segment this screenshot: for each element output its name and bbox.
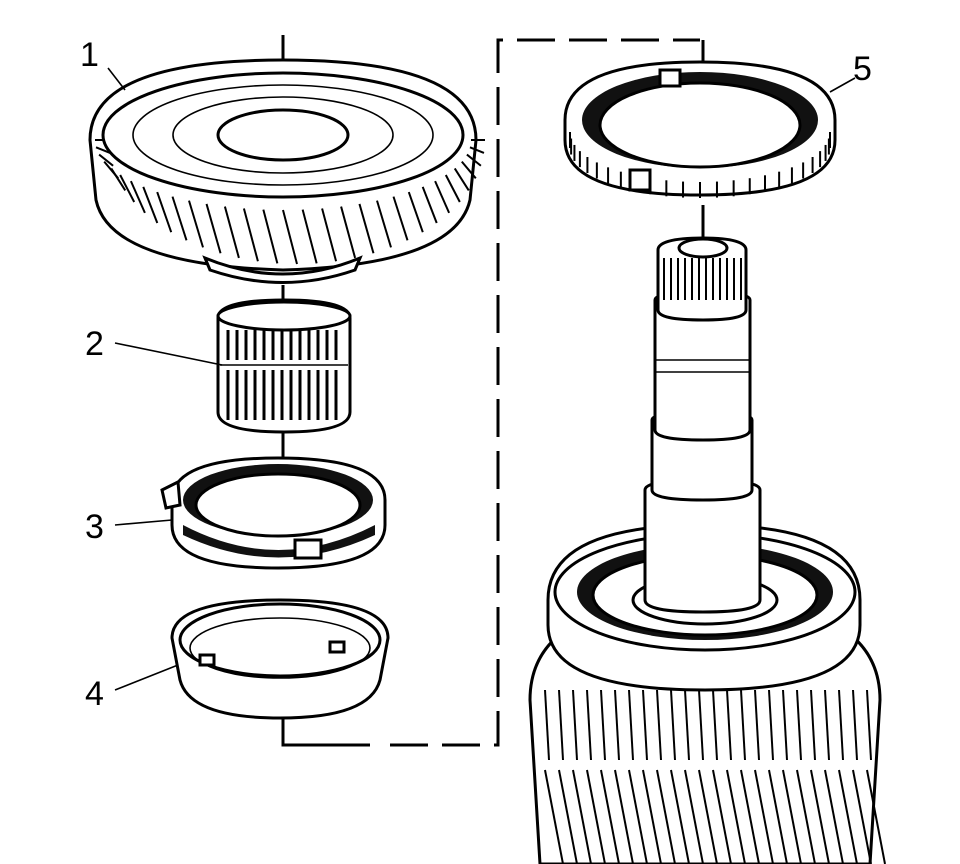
gear-tooth	[242, 208, 259, 262]
gear-tooth	[866, 689, 872, 761]
gear-tooth	[407, 191, 424, 233]
gear-tooth	[469, 146, 485, 154]
gear-tooth	[376, 200, 392, 248]
callout-4: 4	[85, 675, 104, 713]
gear-tooth	[684, 689, 690, 761]
gear-tooth	[421, 186, 438, 224]
gear-tooth	[129, 180, 146, 214]
helical-tooth	[768, 769, 788, 864]
gear-tooth	[358, 203, 375, 254]
helical-tooth	[712, 769, 732, 864]
gear-tooth	[796, 689, 802, 761]
gear-tooth	[95, 146, 111, 154]
helical-tooth	[796, 769, 816, 864]
helical-tooth	[810, 769, 830, 864]
gear-tooth	[586, 689, 592, 761]
needle-bearing-part-2	[216, 298, 352, 434]
callout-3: 3	[85, 508, 104, 546]
callout-2: 2	[85, 325, 104, 363]
gear-tooth	[434, 180, 451, 214]
gear-tooth	[810, 689, 816, 761]
gear-tooth	[282, 209, 298, 265]
helical-tooth	[782, 769, 802, 864]
gear-tooth	[670, 689, 676, 761]
synchronizer-ring-part-3	[160, 456, 387, 570]
helical-tooth	[866, 769, 886, 864]
helical-tooth	[684, 769, 704, 864]
helical-gear-part-1	[88, 58, 485, 284]
gear-tooth	[656, 689, 662, 761]
helical-tooth	[572, 769, 592, 864]
gear-tooth	[444, 174, 461, 203]
gear-tooth	[321, 208, 338, 262]
helical-tooth	[852, 769, 872, 864]
callout-1: 1	[80, 36, 99, 74]
main-shaft-assembly	[528, 236, 886, 864]
gear-tooth	[461, 160, 477, 179]
helical-tooth	[754, 769, 774, 864]
cone-ring-part-4	[170, 598, 390, 720]
blocker-ring-part-5	[563, 60, 837, 198]
gear-tooth	[726, 689, 732, 761]
helical-tooth	[698, 769, 718, 864]
gear-tooth	[119, 174, 136, 203]
helical-tooth	[614, 769, 634, 864]
gear-tooth	[223, 206, 240, 259]
gear-tooth	[754, 689, 760, 761]
helical-tooth	[740, 769, 760, 864]
gear-tooth	[852, 689, 858, 761]
helical-tooth	[838, 769, 858, 864]
gear-tooth	[453, 167, 470, 191]
gear-tooth	[628, 689, 634, 761]
helical-tooth	[600, 769, 620, 864]
gear-tooth	[188, 200, 204, 248]
helical-tooth	[670, 769, 690, 864]
gear-tooth	[466, 153, 482, 167]
gear-tooth	[558, 689, 564, 761]
gear-tooth	[544, 689, 550, 761]
gear-tooth	[824, 689, 830, 761]
gear-tooth	[782, 689, 788, 761]
leader-lines	[107, 67, 856, 691]
gear-tooth	[838, 689, 844, 761]
gear-tooth	[142, 186, 159, 224]
helical-tooth	[656, 769, 676, 864]
helical-tooth	[558, 769, 578, 864]
gear-tooth	[171, 196, 188, 241]
gear-tooth	[572, 689, 578, 761]
callout-5: 5	[853, 50, 872, 88]
gear-tooth	[205, 203, 222, 254]
gear-tooth	[712, 689, 718, 761]
helical-tooth	[824, 769, 844, 864]
gear-tooth	[340, 206, 357, 259]
helical-tooth	[726, 769, 746, 864]
helical-tooth	[628, 769, 648, 864]
gear-tooth	[110, 167, 127, 191]
gear-tooth	[614, 689, 620, 761]
gear-tooth	[698, 689, 704, 761]
gear-tooth	[642, 689, 648, 761]
gear-tooth	[600, 689, 606, 761]
gear-tooth	[301, 209, 318, 264]
helical-tooth	[642, 769, 662, 864]
gear-tooth	[740, 689, 746, 761]
gear-tooth	[262, 209, 279, 264]
helical-tooth	[586, 769, 606, 864]
gear-tooth	[98, 153, 114, 167]
gear-tooth	[768, 689, 774, 761]
gear-tooth	[156, 191, 173, 233]
helical-tooth	[544, 769, 564, 864]
gear-tooth	[392, 196, 409, 241]
